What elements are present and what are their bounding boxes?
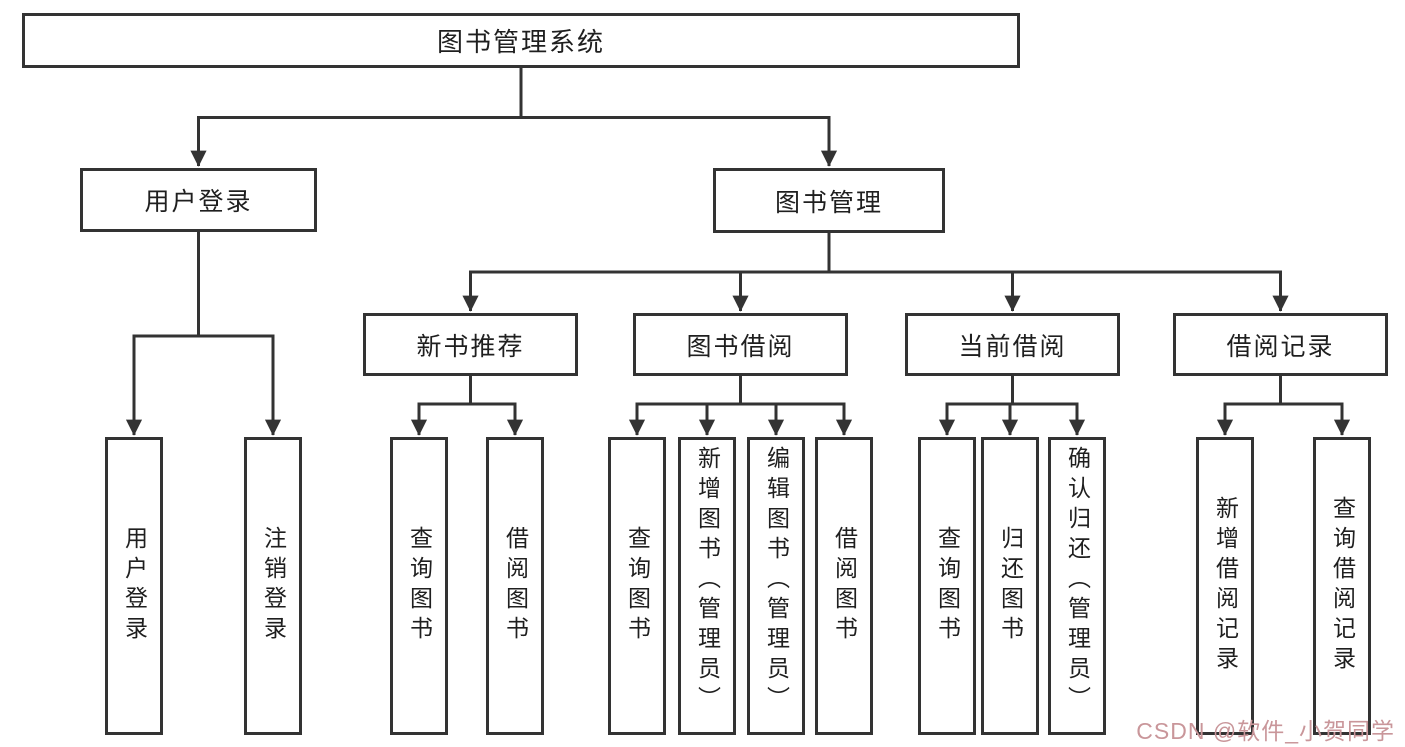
node-book-management: 图书管理 bbox=[713, 168, 945, 233]
node-label: 图书管理 bbox=[774, 188, 883, 217]
node-root: 图书管理系统 bbox=[22, 13, 1020, 68]
leaf-confirm-return-admin: 确认归还（管理员） bbox=[1048, 437, 1106, 735]
node-current-borrow: 当前借阅 bbox=[905, 313, 1120, 376]
leaf-label: 查询借阅记录 bbox=[1329, 496, 1356, 676]
node-user-login: 用户登录 bbox=[80, 168, 317, 232]
leaf-label: 归还图书 bbox=[997, 526, 1024, 646]
leaf-user-login: 用户登录 bbox=[105, 437, 163, 735]
leaf-label: 借阅图书 bbox=[831, 526, 858, 646]
leaf-logout: 注销登录 bbox=[244, 437, 302, 735]
node-root-label: 图书管理系统 bbox=[436, 27, 605, 57]
leaf-label: 查询图书 bbox=[934, 526, 961, 646]
leaf-query-books-recommend: 查询图书 bbox=[390, 437, 448, 735]
leaf-return-books: 归还图书 bbox=[981, 437, 1039, 735]
leaf-query-books-borrow: 查询图书 bbox=[608, 437, 666, 735]
leaf-label: 查询图书 bbox=[624, 526, 651, 646]
leaf-borrow-books: 借阅图书 bbox=[815, 437, 873, 735]
node-borrow-records: 借阅记录 bbox=[1173, 313, 1388, 376]
watermark: CSDN @软件_小贺同学 bbox=[1136, 718, 1395, 744]
leaf-query-borrow-record: 查询借阅记录 bbox=[1313, 437, 1371, 735]
leaf-label: 注销登录 bbox=[260, 526, 287, 646]
leaf-label: 确认归还（管理员） bbox=[1064, 446, 1091, 716]
node-new-book-recommend: 新书推荐 bbox=[363, 313, 578, 376]
node-book-borrow: 图书借阅 bbox=[633, 313, 848, 376]
leaf-label: 编辑图书（管理员） bbox=[763, 446, 790, 716]
leaf-borrow-books-recommend: 借阅图书 bbox=[486, 437, 544, 735]
leaf-label: 新增图书（管理员） bbox=[694, 446, 721, 716]
leaf-label: 新增借阅记录 bbox=[1212, 496, 1239, 676]
leaf-edit-books-admin: 编辑图书（管理员） bbox=[747, 437, 805, 735]
node-label: 当前借阅 bbox=[958, 332, 1067, 361]
leaf-add-borrow-record: 新增借阅记录 bbox=[1196, 437, 1254, 735]
leaf-label: 借阅图书 bbox=[502, 526, 529, 646]
leaf-query-books-current: 查询图书 bbox=[918, 437, 976, 735]
node-label: 图书借阅 bbox=[686, 332, 795, 361]
node-label: 新书推荐 bbox=[416, 332, 525, 361]
leaf-label: 用户登录 bbox=[121, 526, 148, 646]
node-label: 用户登录 bbox=[144, 188, 253, 216]
leaf-add-books-admin: 新增图书（管理员） bbox=[678, 437, 736, 735]
leaf-label: 查询图书 bbox=[406, 526, 433, 646]
node-label: 借阅记录 bbox=[1226, 332, 1335, 361]
